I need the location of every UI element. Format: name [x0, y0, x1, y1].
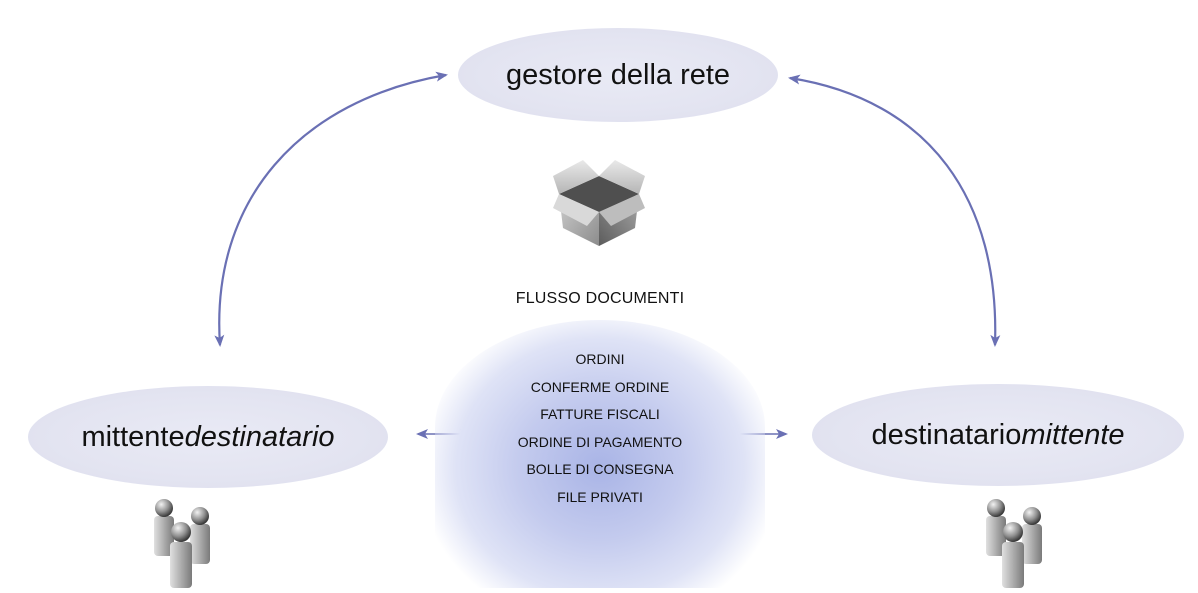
node-network-manager: gestore della rete	[458, 28, 778, 122]
open-box-icon	[553, 150, 645, 246]
node-label-italic: mittente	[1021, 418, 1125, 451]
list-item: ORDINI	[575, 351, 625, 367]
arrow-top-right	[788, 74, 1001, 347]
list-item: FATTURE FISCALI	[540, 406, 660, 422]
node-label: mittente	[81, 420, 185, 453]
list-item: BOLLE DI CONSEGNA	[526, 461, 674, 477]
node-recipient-sender: destinatario mittente	[812, 384, 1184, 486]
list-item: ORDINE DI PAGAMENTO	[517, 433, 683, 450]
list-item: FILE PRIVATI	[557, 488, 643, 505]
flow-caption: FLUSSO DOCUMENTI	[515, 290, 685, 307]
arrow-top-left	[214, 71, 448, 347]
list-item: CONFERME ORDINE	[530, 378, 670, 395]
node-label: gestore della rete	[505, 58, 731, 91]
node-label-italic: destinatario	[184, 420, 335, 453]
people-group-icon	[150, 498, 214, 588]
node-label: destinatario	[871, 418, 1022, 451]
document-list: ORDINI CONFERME ORDINE FATTURE FISCALI O…	[460, 346, 740, 511]
people-group-icon	[982, 498, 1046, 588]
node-sender-recipient: mittente destinatario	[28, 386, 388, 488]
documents-glow	[435, 320, 765, 588]
